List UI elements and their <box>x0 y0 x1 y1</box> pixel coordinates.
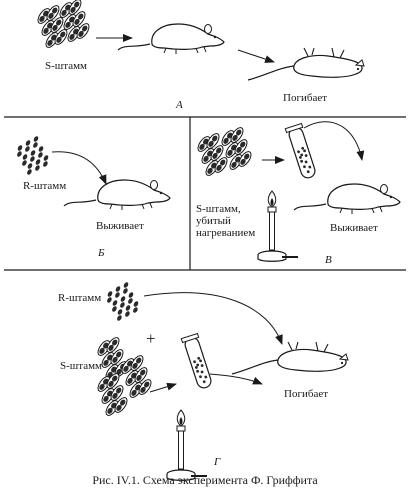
r-strain-label-g: R-штамм <box>58 292 101 304</box>
s-strain-label-v-line2: убитый <box>196 215 231 227</box>
s-strain-label-v-line1: S-штамм, <box>196 203 241 215</box>
arrow-g3 <box>209 373 263 385</box>
outcome-a: Погибает <box>283 92 327 104</box>
outcome-b: Выживает <box>96 220 144 232</box>
r-strain-label-b: R-штамм <box>23 180 66 192</box>
arrow-b <box>51 151 107 185</box>
plus-sign: + <box>146 329 156 348</box>
s-strain-label-a: S-штамм <box>45 60 87 72</box>
mouse-live-b <box>63 179 171 211</box>
test-tube-g <box>180 332 215 391</box>
mouse-dead-g <box>231 341 349 375</box>
r-strain-cells-g <box>106 281 139 321</box>
outcome-v: Выживает <box>330 222 378 234</box>
burner-v <box>257 190 299 263</box>
mouse-live-v <box>293 183 401 215</box>
panel-letter-v: В <box>325 254 332 266</box>
arrow-v2 <box>303 121 365 161</box>
panel-g: R-штамм + S-штамм Погибает Г <box>58 281 349 482</box>
panel-a: S-штамм А Погибает <box>36 0 365 111</box>
panel-dividers <box>4 116 406 271</box>
arrow-g2 <box>149 382 177 393</box>
mouse-dead-a <box>247 47 365 81</box>
s-strain-cells-a <box>36 0 92 49</box>
figure-caption: Рис. IV.1. Схема эксперимента Ф. Гриффит… <box>92 473 318 487</box>
mouse-live-a <box>117 23 225 55</box>
panel-letter-b: Б <box>97 247 105 259</box>
panel-v: S-штамм, убитый нагреванием Выживает В <box>196 121 401 266</box>
arrow-g1 <box>143 292 283 345</box>
panel-letter-a: А <box>175 99 183 111</box>
panel-b: R-штамм Выживает Б <box>16 135 171 259</box>
s-strain-cells-g <box>96 336 154 418</box>
arrow-a2 <box>237 49 275 63</box>
r-strain-cells-b <box>16 135 49 175</box>
s-strain-label-v-line3: нагреванием <box>196 227 255 239</box>
s-strain-cells-v <box>196 126 254 178</box>
test-tube-v <box>284 122 319 181</box>
s-strain-label-g: S-штамм <box>60 360 102 372</box>
burner-g <box>166 409 208 482</box>
outcome-g: Погибает <box>284 388 328 400</box>
panel-letter-g: Г <box>213 456 221 468</box>
